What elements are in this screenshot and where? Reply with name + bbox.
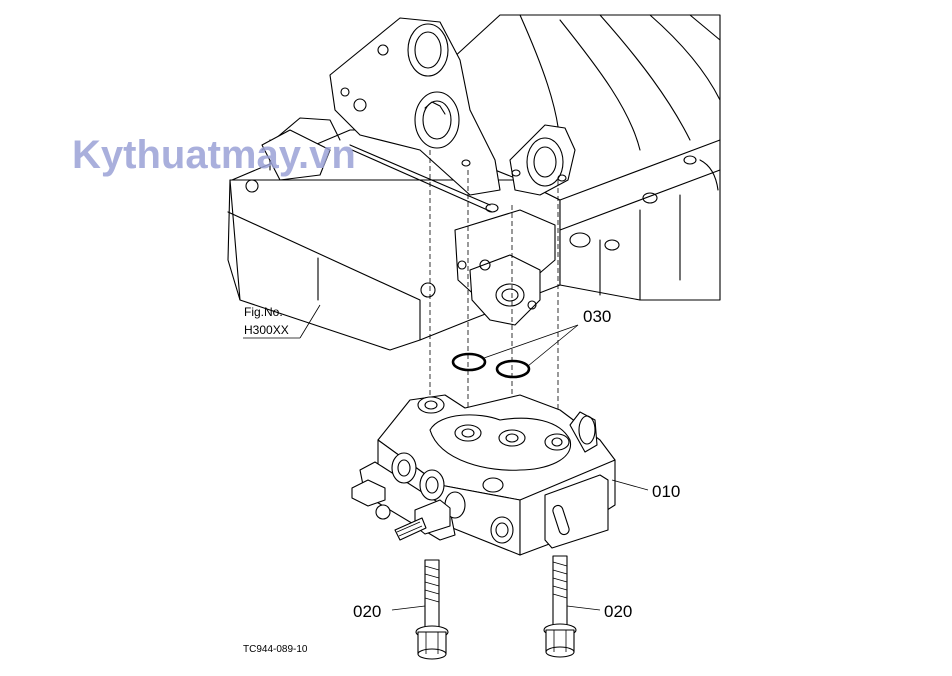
bolt-right <box>543 555 577 658</box>
callout-020-right: 020 <box>604 602 632 621</box>
callout-leaders <box>243 304 649 611</box>
figure-reference-line2: H300XX <box>244 323 289 337</box>
callout-010: 010 <box>652 482 680 501</box>
o-ring-right <box>495 359 531 379</box>
valve-linkage <box>351 452 466 541</box>
callout-020-left: 020 <box>353 602 381 621</box>
drawing-code: TC944-089-10 <box>243 644 308 655</box>
watermark: Kythuatmay.vn <box>72 133 356 177</box>
transmission-housing <box>227 14 721 351</box>
figure-reference-line1: Fig.No. <box>244 305 283 319</box>
o-ring-left <box>451 352 487 372</box>
o-rings <box>451 352 531 379</box>
bolt-left <box>415 559 449 660</box>
alignment-guides <box>429 150 559 435</box>
callout-030: 030 <box>583 307 611 326</box>
